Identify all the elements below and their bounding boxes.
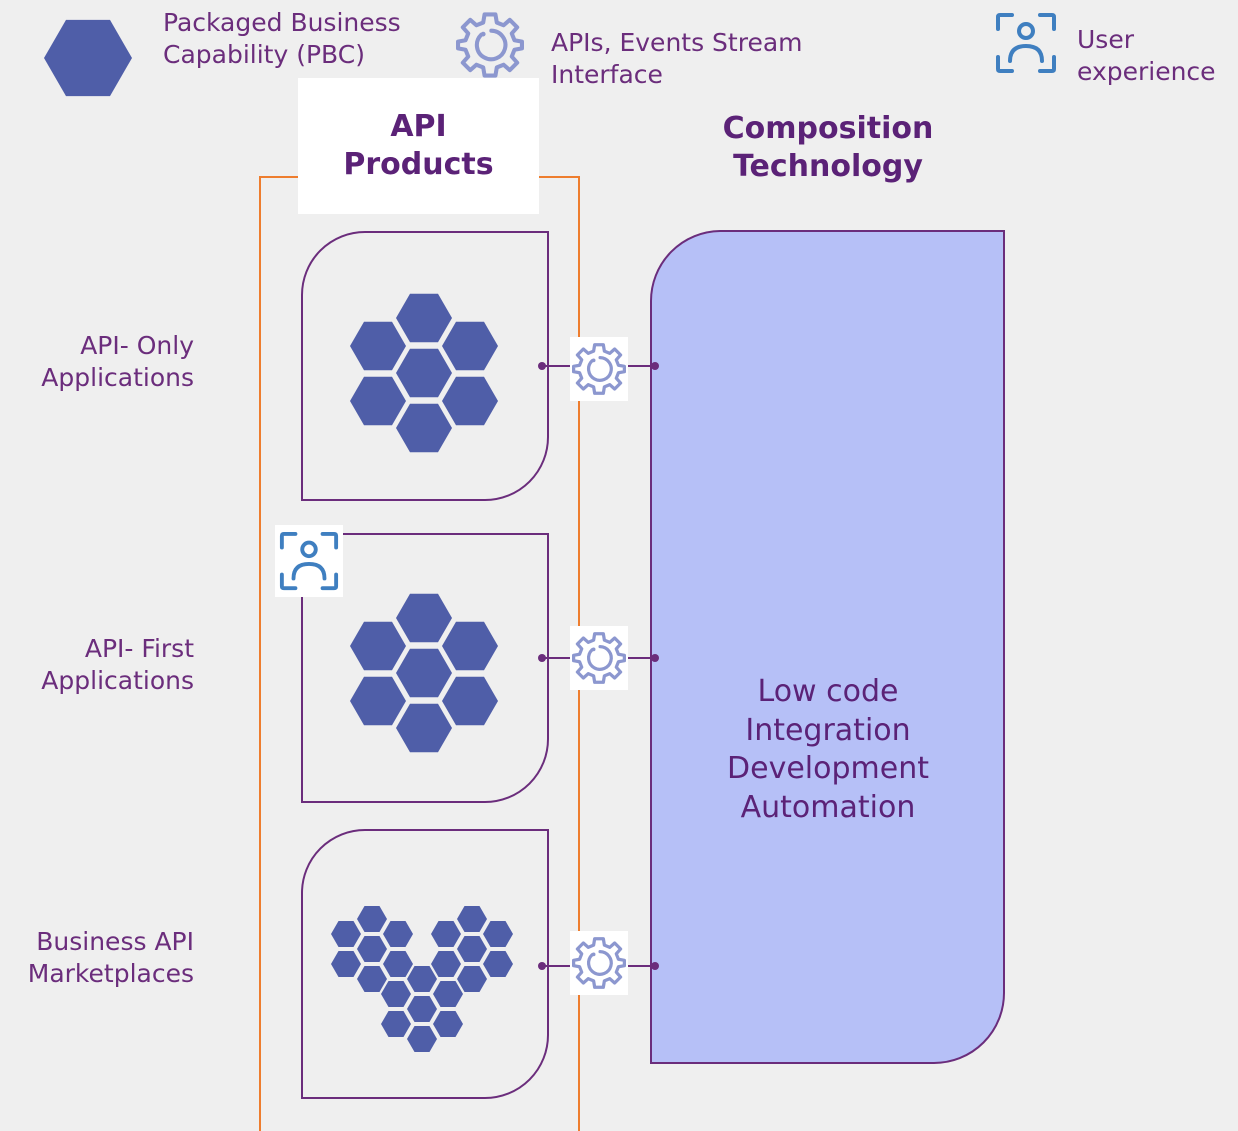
legend-ux-label: User experience — [1077, 24, 1216, 88]
legend-api-label: APIs, Events Stream Interface — [551, 27, 803, 91]
user-scan-legend-icon — [998, 15, 1054, 71]
legend-api-label-line: Interface — [551, 60, 663, 89]
legend-api-label-line: APIs, Events Stream — [551, 28, 803, 57]
legend-ux-label-line: experience — [1077, 57, 1216, 86]
api-products-title: API Products — [298, 108, 539, 184]
row-label-api-only: API- Only Applications — [0, 330, 194, 394]
composition-body-line: Integration — [745, 712, 911, 748]
api-connector — [538, 337, 659, 401]
api-connector — [538, 931, 659, 995]
api-products-title-line: API — [390, 109, 447, 144]
gear-legend-icon — [458, 14, 522, 75]
api-connector — [538, 626, 659, 690]
composition-body-line: Automation — [740, 789, 916, 825]
row-label-marketplaces: Business API Marketplaces — [0, 926, 194, 990]
row-label-line: Applications — [41, 363, 194, 392]
row-label-line: API- First — [84, 634, 194, 663]
row-label-line: Business API — [36, 927, 194, 956]
composition-body: Low code Integration Development Automat… — [651, 673, 1005, 827]
row-label-line: Marketplaces — [27, 959, 194, 988]
composition-body-line: Development — [727, 751, 929, 786]
composition-technology-title: Composition Technology — [678, 110, 978, 186]
composition-body-line: Low code — [757, 674, 899, 709]
row-label-line: Applications — [41, 666, 194, 695]
composition-title-line: Composition — [722, 111, 934, 146]
legend-pbc-label-line: Packaged Business — [163, 8, 401, 37]
api-products-title-box — [298, 78, 539, 214]
legend-pbc-label-line: Capability (PBC) — [163, 40, 365, 69]
composition-title-line: Technology — [733, 149, 923, 184]
row-label-api-first: API- First Applications — [0, 633, 194, 697]
legend-ux-label-line: User — [1077, 25, 1134, 54]
row-label-line: API- Only — [80, 331, 194, 360]
api-products-title-line: Products — [343, 147, 494, 182]
pbc-hexagon-legend-icon — [44, 19, 132, 97]
composition-panel — [650, 230, 1005, 1064]
legend-pbc-label: Packaged Business Capability (PBC) — [163, 7, 401, 71]
pbc-box-marketplace — [301, 829, 549, 1099]
